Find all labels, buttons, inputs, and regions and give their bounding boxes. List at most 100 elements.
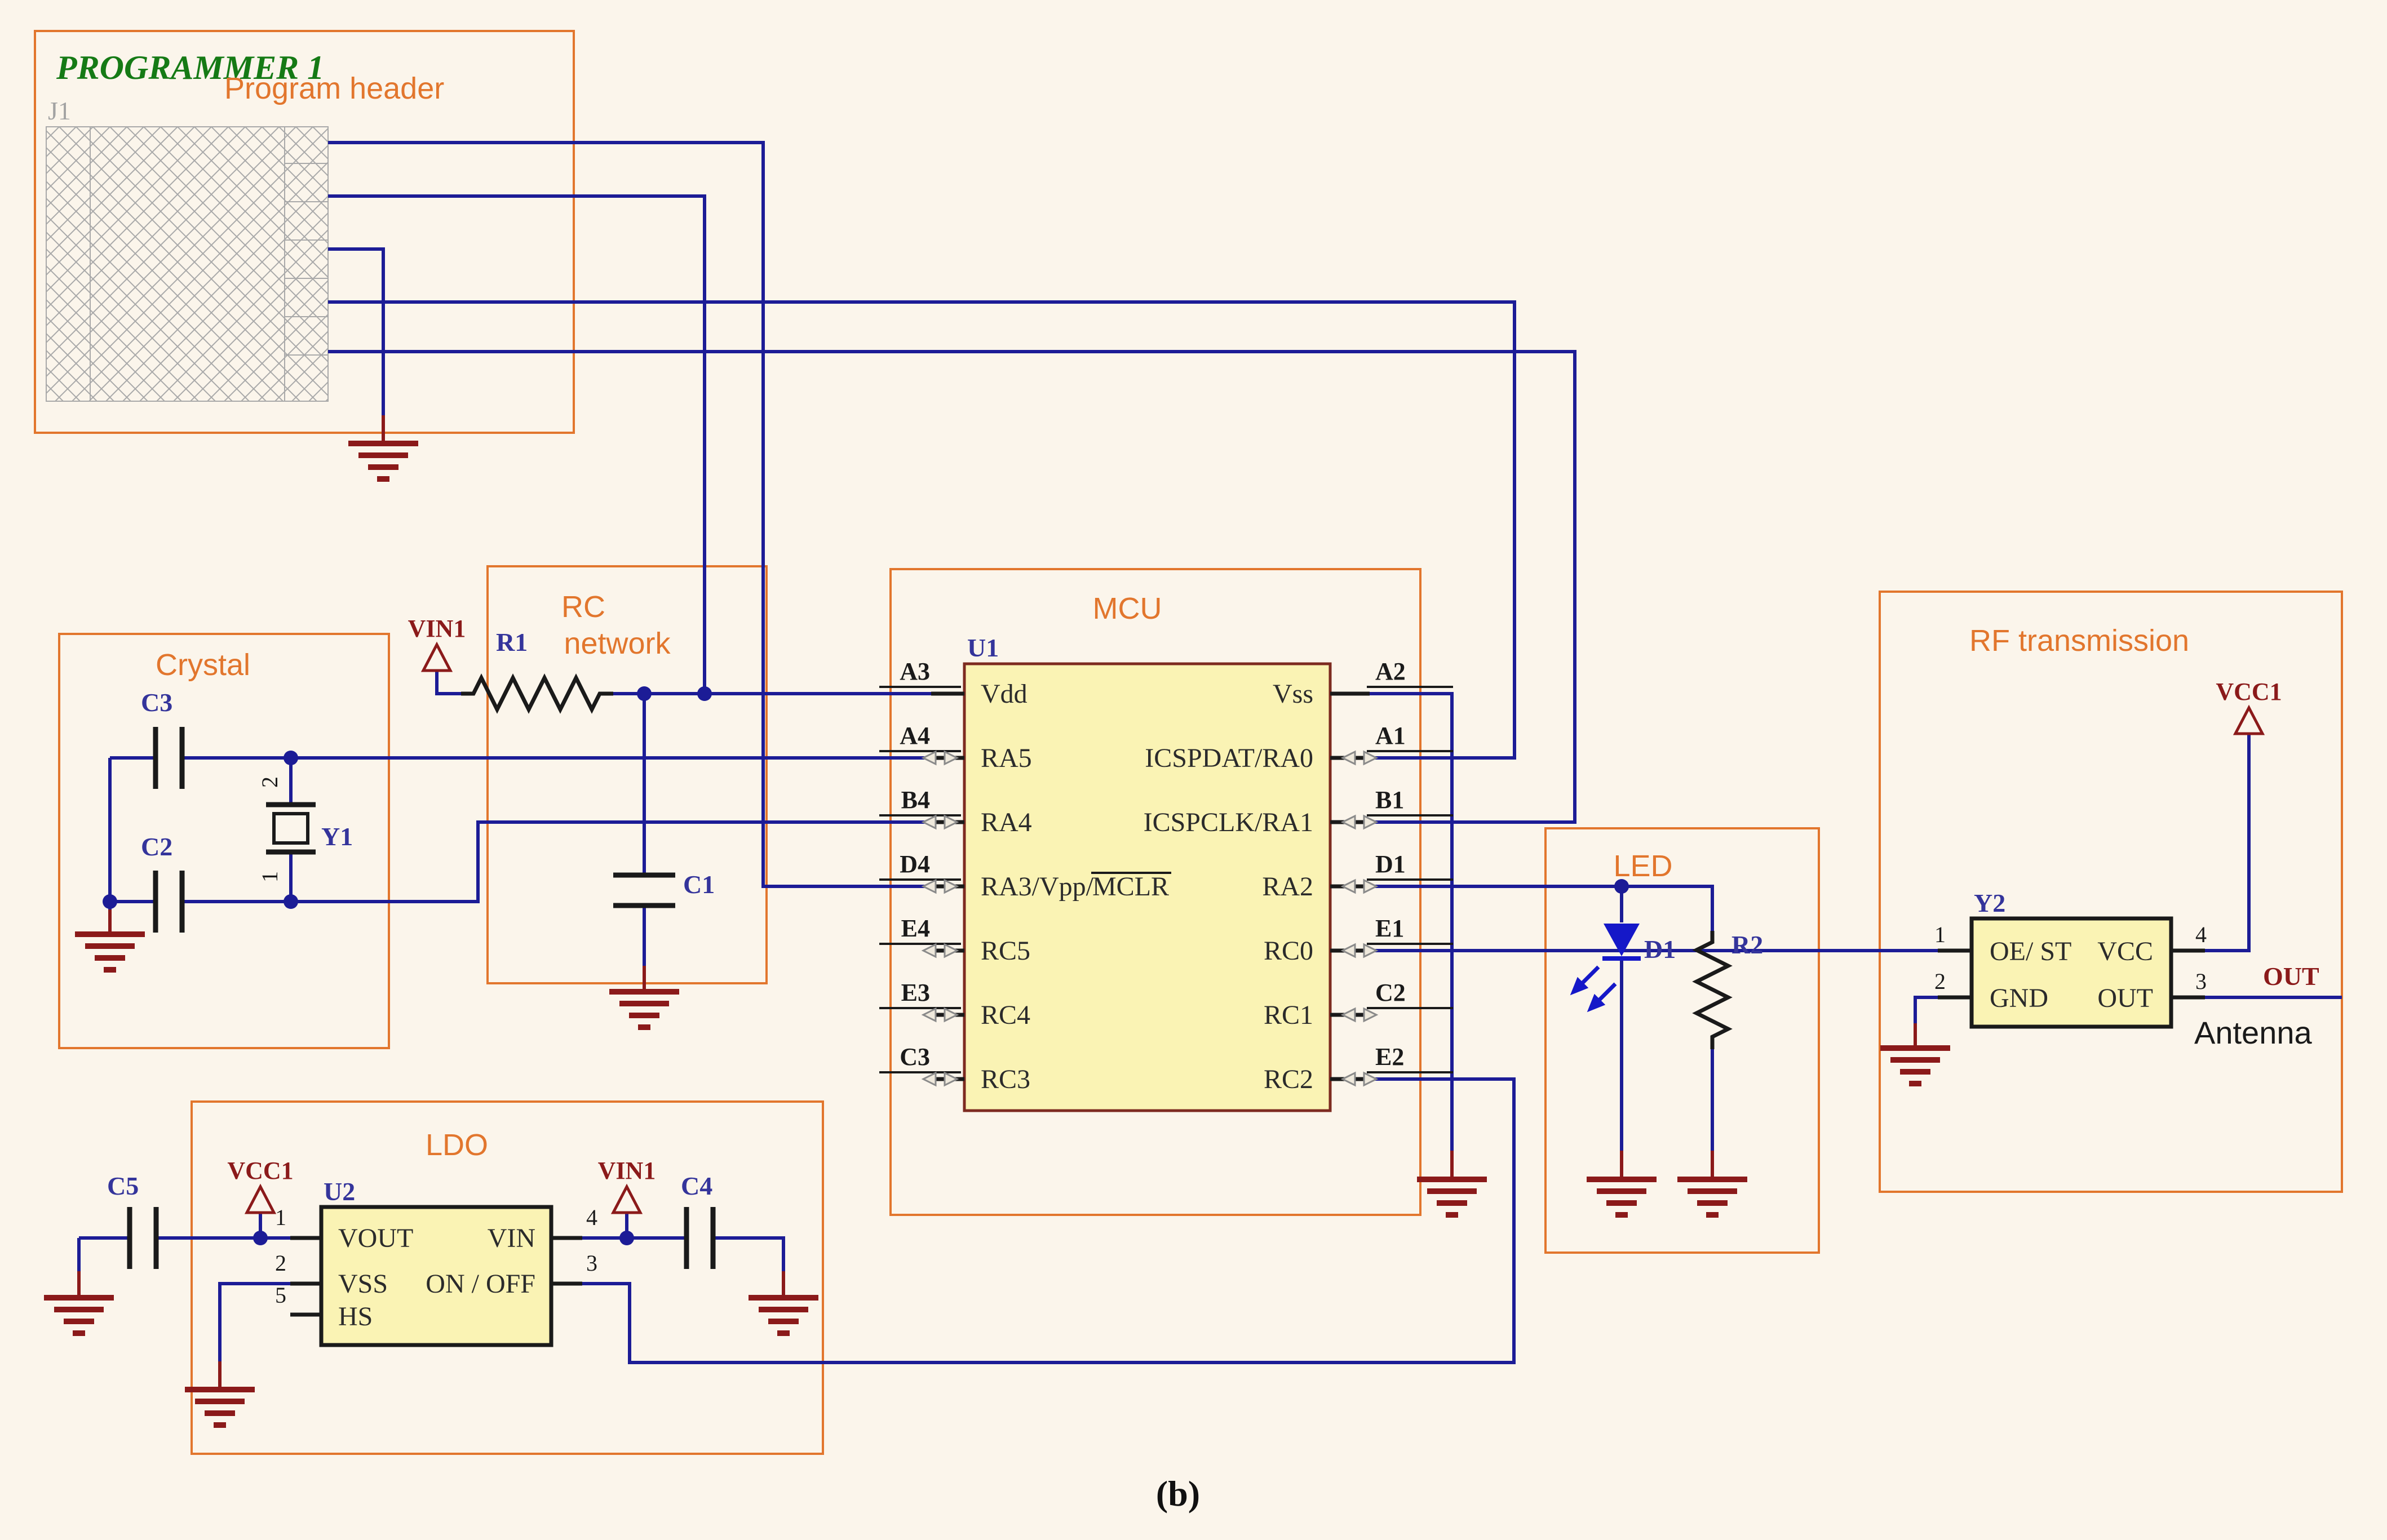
figure-caption: (b) (1156, 1474, 1200, 1514)
mcu-right-pin-names: Vss ICSPDAT/RA0 ICSPCLK/RA1 RA2 RC0 RC1 … (1144, 679, 1313, 1094)
wire-vss-ldo-gnd (218, 1282, 290, 1385)
y2-pin4-number: 4 (2195, 922, 2207, 947)
antenna-label: Antenna (2194, 1015, 2312, 1050)
c1-designator: C1 (683, 870, 715, 899)
pin-name-rc1: RC1 (1264, 1000, 1313, 1030)
rc-network-block: RC network R1 C1 (461, 590, 715, 908)
net-label-e1: E1 (1375, 915, 1404, 942)
mcu-left-pin-names: Vdd RA5 RA4 RA3/Vpp/ MCLR RC5 RC4 RC3 (981, 679, 1171, 1094)
u2-pin-name-onoff: ON / OFF (426, 1269, 535, 1299)
header-designator: J1 (48, 96, 71, 125)
mcu-right-net-labels: A2 A1 B1 D1 E1 C2 E2 (1341, 658, 1453, 1086)
ldo-block-label: LDO (426, 1128, 488, 1162)
wires (77, 141, 2342, 1385)
u1-designator: U1 (967, 633, 999, 662)
y1-pin1-number: 1 (257, 871, 282, 882)
net-label-e4: E4 (901, 915, 930, 942)
c5-designator: C5 (107, 1171, 139, 1200)
pin-name-ra3-vpp: RA3/Vpp/ (981, 872, 1094, 902)
u2-pin3-number: 3 (586, 1250, 597, 1276)
u2-pin-name-hs: HS (338, 1302, 373, 1332)
pin-name-vss: Vss (1273, 679, 1313, 709)
pin-name-rc0: RC0 (1264, 936, 1313, 966)
u2-pin4-number: 4 (586, 1205, 597, 1230)
wire-icspdat (328, 300, 1516, 760)
u2-pin2-number: 2 (275, 1250, 286, 1276)
power-flags: VIN1 VCC1 VIN1 VCC1 (227, 615, 2282, 1213)
wire-vss-gnd (1370, 692, 1454, 1175)
vin1-flag-ldo: VIN1 (598, 1157, 656, 1184)
net-label-a4: A4 (900, 722, 930, 749)
capacitor-c2: C2 (141, 832, 185, 933)
led-block-label: LED (1613, 849, 1672, 883)
led-block-box (1544, 827, 1820, 1254)
ldo-block: LDO U2 VOUT VSS HS VIN ON / OFF 1 2 5 4 … (107, 1128, 716, 1347)
c2-designator: C2 (141, 832, 172, 861)
pin-name-ra2: RA2 (1262, 872, 1313, 902)
crystal-block-label: Crystal (156, 648, 250, 682)
capacitor-c3: C3 (141, 688, 185, 789)
crystal-block: Crystal C3 C2 Y1 2 1 (141, 648, 353, 933)
ldo-block-box (191, 1100, 824, 1455)
c3-designator: C3 (141, 688, 172, 717)
y2-pin-stubs (1938, 948, 2205, 1000)
capacitor-c5: C5 (107, 1171, 159, 1269)
wire-ra2-led (1370, 885, 1714, 931)
c4-designator: C4 (681, 1171, 712, 1200)
net-label-b4: B4 (901, 786, 930, 814)
wire-header-gnd (328, 247, 385, 417)
u2-designator: U2 (324, 1177, 355, 1206)
y1-pin2-number: 2 (257, 776, 282, 788)
y2-pin2-number: 2 (1934, 969, 1946, 994)
rf-oscillator-chip (1969, 916, 2173, 1029)
pin-name-rc3: RC3 (981, 1064, 1030, 1094)
resistor-r1: R1 (461, 628, 613, 714)
wire-icspclk (328, 350, 1576, 824)
pin-name-rc5: RC5 (981, 936, 1030, 966)
y2-pin-name-vcc: VCC (2097, 937, 2153, 966)
net-label-c2: C2 (1375, 979, 1406, 1006)
rf-block: RF transmission Y2 OE/ ST VCC GND OUT 1 … (1934, 624, 2319, 1050)
net-label-d1: D1 (1375, 850, 1406, 878)
led-block: LED D1 R2 (1570, 849, 1763, 1049)
programmer-title: PROGRAMMER 1 (56, 49, 324, 86)
d1-designator: D1 (1644, 935, 1676, 964)
wire-vpp-mclr (328, 141, 931, 888)
wire-rc2-onoff (582, 1077, 1516, 1364)
programmer-block: PROGRAMMER 1 Program header J1 (46, 49, 444, 402)
pin-name-rc2: RC2 (1264, 1064, 1313, 1094)
pin-name-icspclk: ICSPCLK/RA1 (1144, 807, 1313, 837)
y2-pin3-number: 3 (2195, 969, 2207, 994)
program-header-connector (46, 126, 329, 402)
net-label-e2: E2 (1375, 1043, 1404, 1071)
pin-name-rc4: RC4 (981, 1000, 1030, 1030)
pin-name-mclr: MCLR (1092, 872, 1169, 902)
rc-network-block-box (486, 565, 768, 984)
wire-header-vdd (328, 194, 706, 694)
y2-pin-name-out: OUT (2097, 983, 2153, 1013)
y2-designator: Y2 (1974, 889, 2005, 917)
block-boxes (34, 30, 2343, 1455)
mcu-block-label: MCU (1093, 592, 1162, 625)
net-label-b1: B1 (1375, 786, 1404, 814)
wire-osc2-ra4 (182, 820, 931, 903)
u2-pin-name-vout: VOUT (338, 1223, 413, 1253)
mcu-left-net-labels: A3 A4 B4 D4 E4 E3 C3 (879, 658, 961, 1086)
out-net-label: OUT (2263, 962, 2319, 991)
wire-y2-vcc1 (2205, 734, 2251, 952)
capacitor-c4: C4 (681, 1171, 716, 1269)
u2-pin-name-vss: VSS (338, 1269, 388, 1299)
junction-dots (103, 686, 1629, 1245)
u2-pin-stubs (290, 1236, 582, 1317)
vin1-flag-rc: VIN1 (408, 615, 466, 642)
pin-name-ra5: RA5 (981, 743, 1032, 773)
net-label-e3: E3 (901, 979, 930, 1006)
y2-pin-name-oest: OE/ ST (1990, 937, 2071, 966)
pin-name-icspdat: ICSPDAT/RA0 (1145, 743, 1313, 773)
mcu-block: MCU U1 Vdd RA5 RA4 RA3/Vpp/ MCLR RC5 RC4… (879, 592, 1453, 1112)
u2-pin5-number: 5 (275, 1282, 286, 1308)
header-pin-cells (285, 163, 328, 356)
led-d1: D1 (1570, 924, 1676, 1013)
u2-pin1-number: 1 (275, 1205, 286, 1230)
